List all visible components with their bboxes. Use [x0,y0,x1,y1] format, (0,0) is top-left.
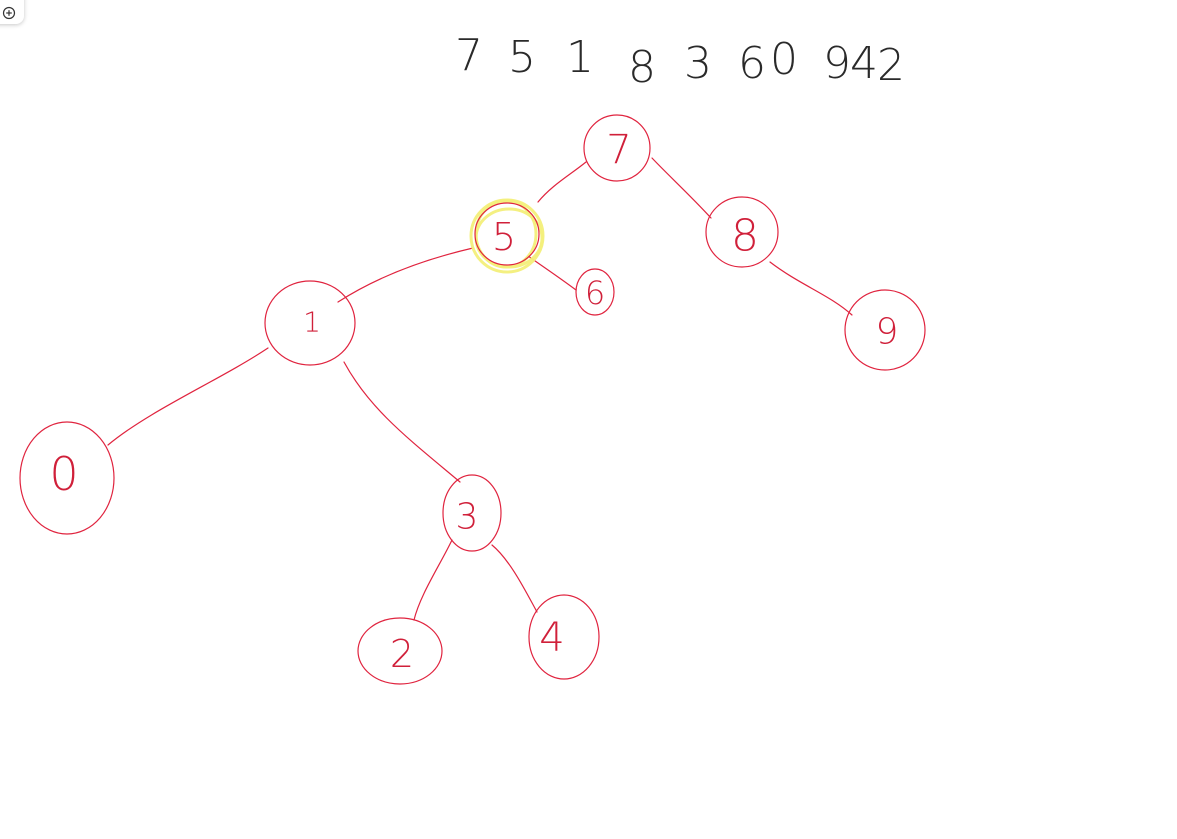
tree-edge [491,544,538,613]
sequence-value: 4 [850,38,878,89]
tree-edge [537,161,587,203]
tree-node[interactable]: 2 [357,617,443,685]
tree-node[interactable]: 6 [575,268,615,316]
tree-node[interactable]: 0 [19,421,115,535]
node-label: 3 [456,497,479,538]
node-label: 7 [606,127,631,173]
tree-node[interactable]: 3 [442,474,502,552]
tree-nodes: 7 5 8 1 6 9 0 3 [19,114,926,685]
sequence-value: 3 [684,38,712,89]
node-label: 9 [876,312,899,353]
sequence-value: 7 [455,30,483,81]
sequence-value: 2 [877,40,905,91]
node-label: 4 [539,615,564,661]
sequence-value: 6 [738,38,766,89]
node-label: 6 [585,274,605,312]
sequence-value: 5 [508,32,536,83]
tree-edge [337,247,474,303]
add-button[interactable] [0,0,24,24]
tree-edge [413,539,453,621]
node-label: 1 [303,306,321,339]
tree-node[interactable]: 1 [264,280,356,366]
node-label: 0 [49,447,78,501]
node-label: 5 [492,215,516,259]
node-label: 2 [390,632,414,676]
tree-node[interactable]: 5 [474,202,540,266]
sequence-value: 8 [628,42,656,93]
sequence-value: 0 [770,34,798,85]
node-highlight [469,198,545,274]
tree-node[interactable]: 4 [528,594,600,680]
tree-edge [107,347,269,446]
tree-edge [343,361,461,483]
tree-edge [769,261,853,316]
tree-node[interactable]: 8 [705,196,779,268]
sequence-value: 1 [566,32,594,83]
tree-node[interactable]: 7 [583,114,651,182]
tree-edge [527,255,577,291]
tree-node[interactable]: 9 [844,289,926,371]
plus-circle-icon [2,6,16,20]
sequence-row: 7 5 1 8 3 6 0 9 4 2 [455,30,905,93]
tree-edges [107,157,853,621]
node-label: 8 [731,211,759,262]
sequence-value: 9 [823,38,851,89]
tree-edge [651,157,712,219]
